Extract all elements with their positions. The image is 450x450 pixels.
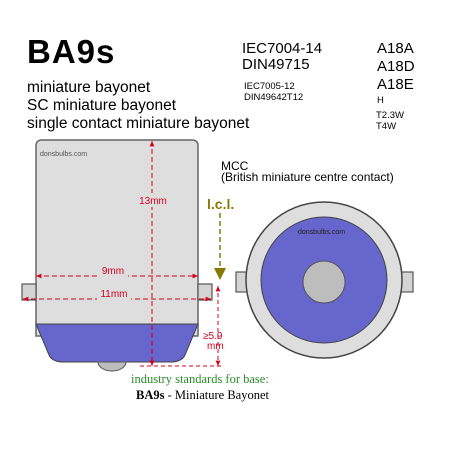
footer-base-code: BA9s — [136, 388, 165, 402]
standard-din-sub: DIN49642T12 — [244, 92, 304, 103]
base-side-view — [21, 139, 213, 372]
mcc-description: (British miniature centre contact) — [221, 170, 394, 184]
code-a18d: A18D — [377, 58, 415, 75]
insulator — [35, 323, 199, 363]
inner-diameter-label-bg — [98, 264, 128, 277]
bayonet-pin-left — [21, 283, 37, 301]
height-label: 13mm — [139, 196, 167, 207]
height-label-bg — [134, 193, 172, 207]
lcl-arrow — [214, 213, 226, 280]
footer-base-name: BA9s - Miniature Bayonet — [136, 388, 269, 403]
base-name-1: miniature bayonet — [27, 79, 151, 96]
insulator-dimension-label: ≥5.9 — [203, 331, 223, 342]
base-title: BA9s — [27, 33, 116, 70]
base-name-2: SC miniature bayonet — [27, 97, 177, 114]
code-a18e: A18E — [377, 76, 414, 93]
outer-diameter-label: 11mm — [100, 289, 127, 300]
code-h: H — [377, 95, 384, 106]
insulator-dimension-unit: mm — [207, 341, 224, 352]
watermark-side: donsbulbs.com — [40, 151, 87, 158]
inner-diameter-label: 9mm — [102, 266, 124, 277]
watermark-end: donsbulbs.com — [298, 229, 345, 236]
code-t2-3w: T2.3W — [376, 110, 404, 121]
standard-iec: IEC7004-14 — [242, 40, 323, 57]
standard-iec-sub: IEC7005-12 — [244, 81, 295, 92]
code-t4w: T4W — [376, 121, 397, 132]
standard-din: DIN49715 — [242, 56, 310, 73]
contact-tip — [97, 361, 127, 372]
mcc-label: MCC — [221, 159, 249, 173]
bayonet-pin-right — [197, 283, 213, 301]
outer-diameter-label-bg — [97, 287, 131, 300]
footer-base-description: - Miniature Bayonet — [164, 388, 269, 402]
footer-standards-heading: industry standards for base: — [131, 372, 269, 386]
code-a18a: A18A — [377, 40, 414, 57]
base-name-3: single contact miniature bayonet — [27, 115, 250, 132]
base-end-view — [235, 201, 414, 359]
base-shell — [35, 139, 199, 337]
lcl-label: l.c.l. — [207, 196, 234, 212]
end-contact — [302, 260, 346, 304]
